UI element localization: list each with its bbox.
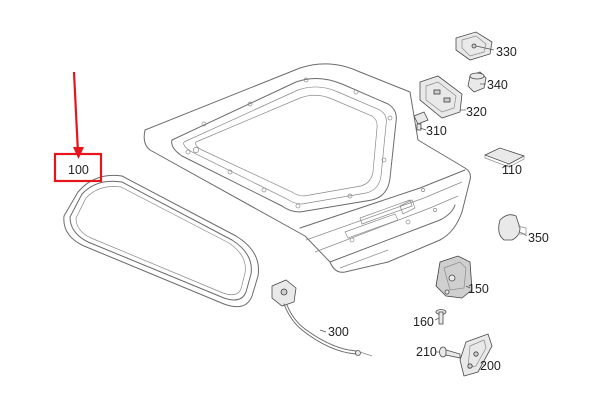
grommet-350[interactable] [498, 214, 527, 241]
highlight-marker [53, 71, 103, 183]
label-210[interactable]: 210 [416, 345, 437, 359]
label-300[interactable]: 300 [328, 325, 349, 339]
seal-100[interactable] [63, 174, 260, 308]
bolt-160[interactable] [435, 309, 447, 325]
label-200[interactable]: 200 [480, 359, 501, 373]
housing-320[interactable] [419, 75, 463, 119]
plate-110[interactable] [483, 147, 526, 168]
clip-310[interactable] [413, 111, 429, 131]
label-340[interactable]: 340 [487, 78, 508, 92]
cable-300[interactable] [271, 279, 373, 357]
label-100[interactable]: 100 [68, 163, 89, 177]
label-160[interactable]: 160 [413, 315, 434, 329]
screw-210[interactable] [439, 346, 461, 359]
bracket-330[interactable] [455, 31, 493, 61]
leader-lines [319, 45, 528, 366]
latch-150[interactable] [435, 255, 473, 299]
label-310[interactable]: 310 [426, 124, 447, 138]
label-350[interactable]: 350 [528, 231, 549, 245]
label-150[interactable]: 150 [468, 282, 489, 296]
highlight-box [53, 152, 103, 183]
label-330[interactable]: 330 [496, 45, 517, 59]
tailgate-panel [143, 63, 471, 273]
label-320[interactable]: 320 [466, 105, 487, 119]
hinge-200[interactable] [459, 333, 493, 377]
callout-labels: 100 330 340 320 310 110 350 150 160 210 … [68, 45, 549, 373]
label-110[interactable]: 110 [502, 163, 522, 177]
red-arrow-shaft [72, 71, 80, 154]
cap-340[interactable] [467, 71, 487, 93]
